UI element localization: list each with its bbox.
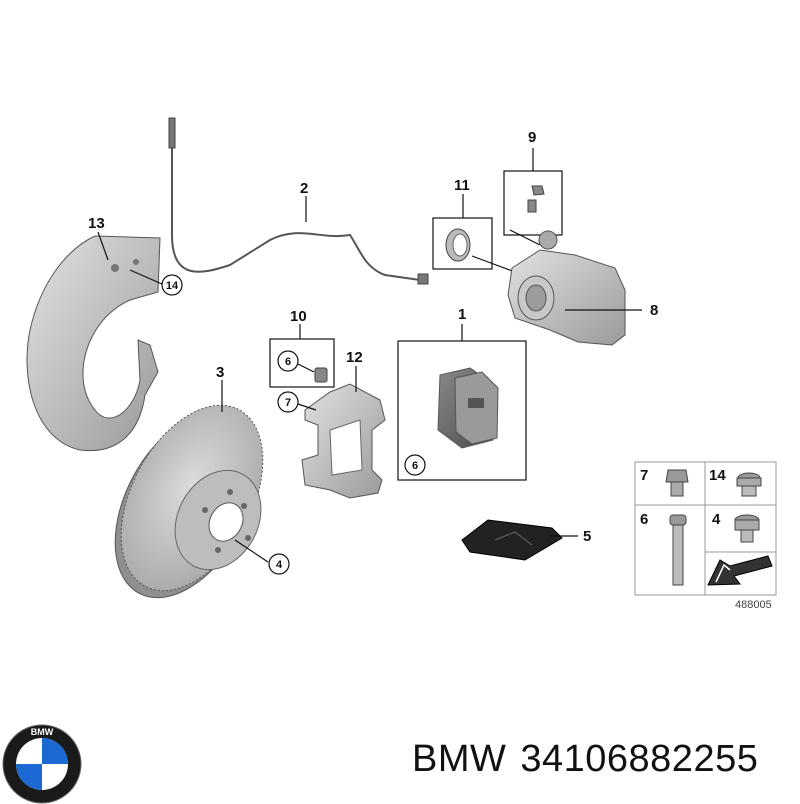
legend-bolt-4 bbox=[734, 514, 760, 543]
legend-bolt-6 bbox=[669, 514, 687, 586]
wear-sensor bbox=[168, 117, 429, 285]
callout-7: 7 bbox=[285, 397, 291, 409]
callout-6a: 6 bbox=[285, 356, 291, 368]
callout-13: 13 bbox=[88, 215, 105, 232]
leader-7 bbox=[297, 403, 317, 411]
brake-disc bbox=[114, 404, 264, 599]
brake-caliper bbox=[507, 230, 626, 346]
grease-packet bbox=[461, 519, 563, 561]
leader-4 bbox=[234, 539, 269, 563]
leader-13 bbox=[97, 231, 109, 261]
caliper-carrier bbox=[301, 383, 386, 499]
splash-shield bbox=[26, 235, 161, 452]
leader-11b bbox=[471, 255, 516, 273]
callout-12: 12 bbox=[346, 349, 363, 366]
brake-pads bbox=[437, 367, 499, 449]
callout-5: 5 bbox=[583, 528, 591, 545]
callout-9: 9 bbox=[528, 129, 536, 146]
leader-6a bbox=[297, 363, 315, 373]
callout-11: 11 bbox=[454, 177, 470, 194]
callout-6b-circle bbox=[404, 454, 426, 476]
callout-14: 14 bbox=[166, 280, 179, 292]
leader-14 bbox=[129, 269, 163, 285]
legend-14: 14 bbox=[709, 467, 726, 484]
diagram-id: 488005 bbox=[735, 599, 772, 611]
bleed-valve bbox=[527, 185, 545, 213]
bolt-legend bbox=[634, 461, 777, 596]
callout-4: 4 bbox=[276, 559, 283, 571]
legend-4: 4 bbox=[712, 511, 721, 528]
callout-1: 1 bbox=[458, 306, 466, 323]
piston-seal bbox=[445, 228, 471, 262]
callout-3: 3 bbox=[216, 364, 224, 381]
legend-6: 6 bbox=[640, 511, 648, 528]
callout-8: 8 bbox=[650, 302, 658, 319]
legend-bolt-14 bbox=[736, 472, 762, 497]
part-number: 34106882255 bbox=[520, 738, 759, 780]
leader-9b bbox=[509, 229, 541, 246]
bolt-10 bbox=[314, 367, 328, 383]
callout-10: 10 bbox=[290, 308, 307, 325]
callout-2: 2 bbox=[300, 180, 308, 197]
legend-7: 7 bbox=[640, 467, 648, 484]
footer-caption: BMW 34106882255 bbox=[412, 738, 772, 781]
brand-name: BMW bbox=[412, 738, 507, 780]
callout-4-circle bbox=[268, 553, 290, 575]
callout-14-circle bbox=[161, 274, 183, 296]
callout-6a-circle bbox=[277, 350, 299, 372]
callout-6b: 6 bbox=[412, 460, 418, 472]
legend-arrow-icon bbox=[707, 555, 773, 586]
bmw-logo: BMW bbox=[2, 724, 82, 804]
legend-bolt-7 bbox=[665, 469, 689, 497]
svg-text:BMW: BMW bbox=[31, 727, 54, 737]
box-10 bbox=[269, 338, 335, 388]
callout-7-circle bbox=[277, 391, 299, 413]
